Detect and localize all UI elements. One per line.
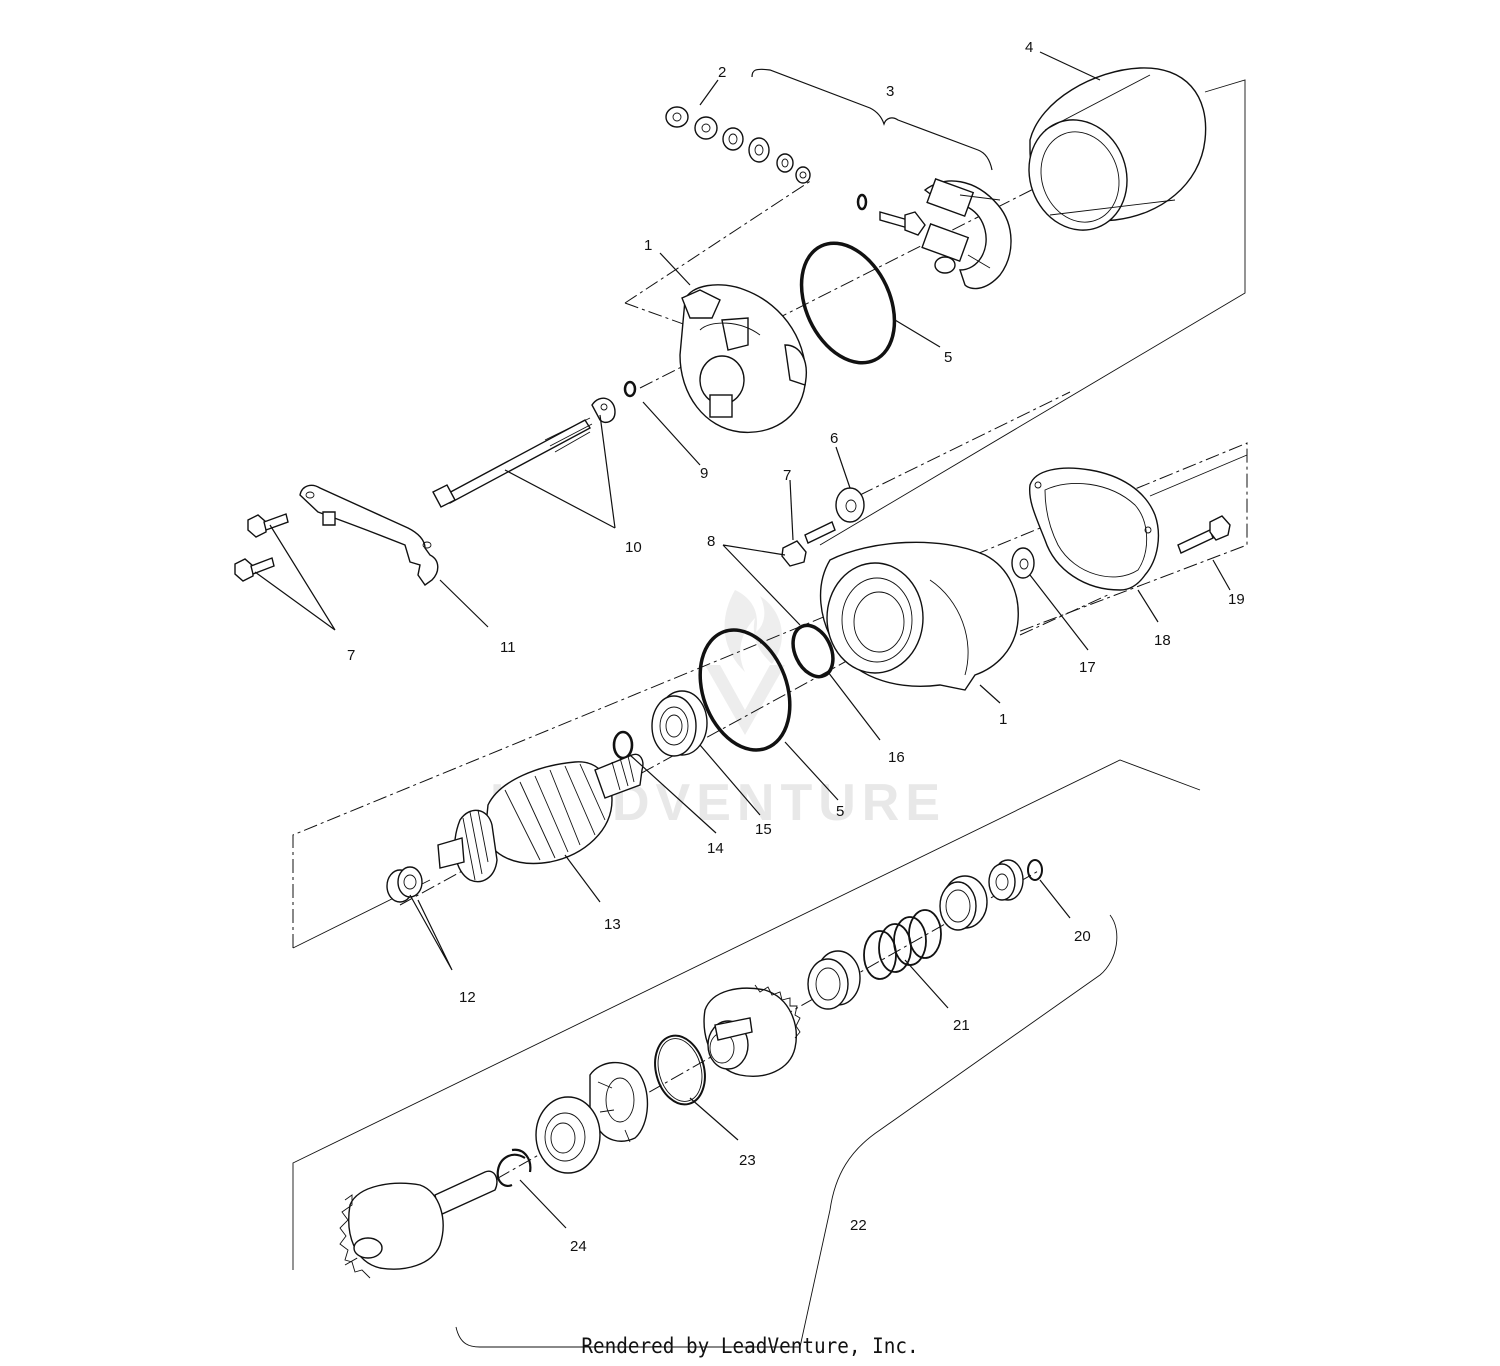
- collar: [807, 950, 861, 1010]
- footer-credit: Rendered by LeadVenture, Inc.: [581, 1334, 919, 1358]
- callout-14: 14: [707, 840, 724, 857]
- part-24-snap-ring: [496, 1148, 532, 1187]
- callout-18: 18: [1154, 632, 1171, 649]
- callout-labels: 1 2 3 4 5 6 7 8 9 10 7 11 17 18 19 1 16 …: [347, 39, 1245, 1255]
- part-10-through-bolt: [432, 397, 616, 508]
- callout-21: 21: [953, 1017, 970, 1034]
- callout-15: 15: [755, 821, 772, 838]
- large-washer: [535, 1096, 601, 1174]
- callout-3: 3: [886, 83, 894, 100]
- callout-10: 10: [625, 539, 642, 556]
- callout-12: 12: [459, 989, 476, 1006]
- callout-5-upper: 5: [944, 349, 952, 366]
- part-21-spring: [863, 909, 942, 980]
- callout-13: 13: [604, 916, 621, 933]
- part-17-washer: [1011, 547, 1035, 579]
- part-15-bearing: [651, 690, 708, 757]
- pinion-clutch-gear: [703, 984, 801, 1077]
- callout-7-terminal: 7: [783, 467, 791, 484]
- callout-6: 6: [830, 430, 838, 447]
- part-7-bracket-bolts: [234, 513, 289, 582]
- bushing-stack: [939, 859, 1024, 931]
- part-20-circlip: [1027, 859, 1043, 881]
- callout-2: 2: [718, 64, 726, 81]
- callout-20: 20: [1074, 928, 1091, 945]
- part-18-gasket: [1028, 467, 1160, 591]
- callout-8: 8: [707, 533, 715, 550]
- part-13-armature: [437, 753, 644, 883]
- callout-5-lower: 5: [836, 803, 844, 820]
- callout-23: 23: [739, 1152, 756, 1169]
- callout-16: 16: [888, 749, 905, 766]
- part-23-retaining-ring: [654, 1034, 706, 1106]
- part-19-bolt: [1177, 515, 1231, 554]
- part-14-circlip: [612, 730, 634, 760]
- output-shaft-gear: [339, 1170, 498, 1279]
- part-3-brush-holder: [751, 68, 1012, 290]
- part-7-terminal-bolt: [781, 521, 836, 567]
- part-11-bracket: [299, 484, 439, 586]
- callout-22: 22: [850, 1217, 867, 1234]
- part-12-brush-pair: [386, 866, 423, 903]
- callout-1-rear-cover: 1: [644, 237, 652, 254]
- callout-19: 19: [1228, 591, 1245, 608]
- part-2-nut-washer-stack: [665, 106, 811, 184]
- part-1-rear-cover: [679, 284, 807, 434]
- part-4-yoke-housing: [1028, 67, 1207, 231]
- callout-24: 24: [570, 1238, 587, 1255]
- callout-9: 9: [700, 465, 708, 482]
- callout-1-front-housing: 1: [999, 711, 1007, 728]
- upper-frame-lines: [624, 79, 1246, 546]
- part-1-front-housing: [819, 541, 1019, 691]
- callout-4: 4: [1025, 39, 1033, 56]
- callout-11: 11: [500, 639, 516, 656]
- part-5-o-ring-upper: [799, 241, 897, 365]
- part-9-small-o-ring: [623, 380, 637, 398]
- part-6-washer: [835, 487, 865, 523]
- segmented-cam-ring: [589, 1061, 649, 1143]
- part-16-ring: [791, 623, 835, 679]
- callout-7-bracket: 7: [347, 647, 355, 664]
- callout-17: 17: [1079, 659, 1096, 676]
- part-5-o-ring-lower: [698, 628, 792, 752]
- leader-lines: [254, 51, 1231, 1229]
